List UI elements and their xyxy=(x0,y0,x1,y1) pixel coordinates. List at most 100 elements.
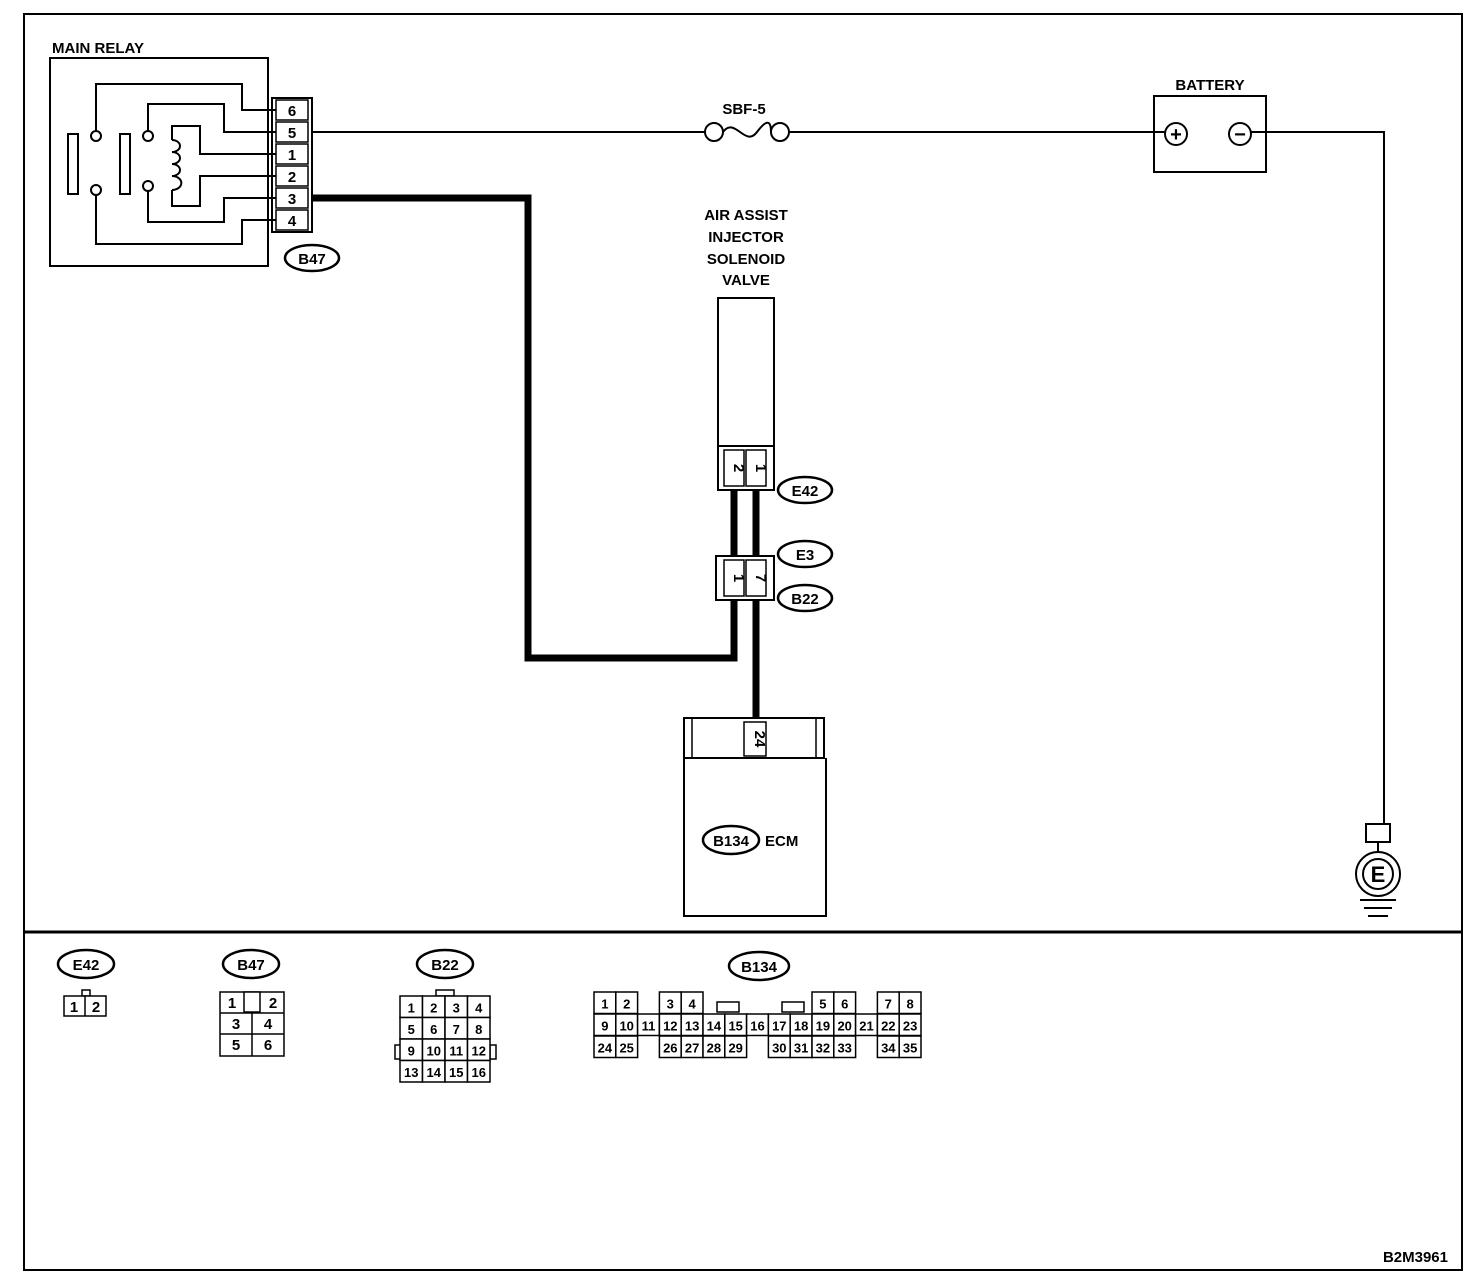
ecm: 24 B134 ECM xyxy=(683,717,827,917)
solenoid-label-line2: INJECTOR xyxy=(708,229,784,246)
legend-b22-cell: 16 xyxy=(472,1065,486,1080)
b47-tag xyxy=(283,243,341,273)
legend-b134-cell: 11 xyxy=(642,1019,656,1034)
legend-b134-cell-box xyxy=(898,1035,922,1059)
legend-b22-title: B22 xyxy=(431,957,459,974)
legend-b22-cell: 1 xyxy=(408,1001,415,1016)
ground-symbol: E xyxy=(1355,823,1401,917)
e3-tag-label: E3 xyxy=(796,547,814,564)
legend-b22-cell: 4 xyxy=(475,1001,483,1016)
relay-pin-2: 2 xyxy=(288,169,296,186)
relay-contact-blade xyxy=(67,133,79,195)
e42-pin-1: 1 xyxy=(752,464,769,472)
battery-positive-sign: + xyxy=(1170,124,1182,146)
legend-b22-cell: 9 xyxy=(408,1044,415,1059)
legend-e42-title: E42 xyxy=(73,957,100,974)
legend-b134-cell: 25 xyxy=(619,1041,633,1056)
e3-b22-connector: 1 7 E3 B22 xyxy=(715,539,834,613)
legend-b134-cell: 8 xyxy=(906,997,913,1012)
e3-pin-7: 7 xyxy=(752,574,769,582)
legend-b134-cell: 34 xyxy=(881,1041,896,1056)
legend-b134-cell: 1 xyxy=(601,997,608,1012)
legend-b22-cell: 7 xyxy=(453,1022,460,1037)
relay-contact xyxy=(142,130,154,142)
legend-e42-cell: 2 xyxy=(92,999,100,1016)
legend-b22-cell: 3 xyxy=(453,1001,460,1016)
battery-negative-terminal xyxy=(1228,122,1252,146)
legend-b134-cell: 31 xyxy=(794,1041,808,1056)
legend-b134-cell-box xyxy=(724,1035,748,1059)
legend-b134-cell: 35 xyxy=(903,1041,917,1056)
legend-b47-cell: 3 xyxy=(232,1016,240,1033)
legend-b47-cell: 2 xyxy=(269,995,277,1012)
b22-tag-label: B22 xyxy=(791,591,819,608)
ecm-body xyxy=(683,758,827,917)
e42-tag xyxy=(776,475,834,505)
battery-negative-sign: − xyxy=(1234,124,1246,146)
relay-pin-6: 6 xyxy=(288,103,296,120)
legend-b134-cell: 30 xyxy=(772,1041,786,1056)
legend-b134-cell: 2 xyxy=(623,997,630,1012)
legend-e42-cell: 1 xyxy=(70,999,78,1016)
legend-b134-cell: 29 xyxy=(728,1041,742,1056)
relay-pin-4: 4 xyxy=(288,213,297,230)
main-relay-label: MAIN RELAY xyxy=(52,40,144,57)
legend-b134-cell: 21 xyxy=(859,1019,873,1034)
legend-b134-cell: 15 xyxy=(728,1019,742,1034)
legend-b134-cell: 24 xyxy=(598,1041,613,1056)
legend-b134-cell: 32 xyxy=(816,1041,830,1056)
legend-b134-cell: 3 xyxy=(667,997,674,1012)
fuse-sbf5: SBF-5 xyxy=(704,101,790,142)
solenoid-label-line3: SOLENOID xyxy=(707,251,786,268)
legend-b134-cell: 27 xyxy=(685,1041,699,1056)
relay-pin-5: 5 xyxy=(288,125,296,142)
legend-b134-cell: 12 xyxy=(663,1019,677,1034)
legend-b134-cell-box xyxy=(833,1035,857,1059)
legend-b134-cell: 20 xyxy=(837,1019,851,1034)
fuse-label: SBF-5 xyxy=(722,101,765,118)
ground-label: E xyxy=(1371,862,1386,887)
legend-b134-cell: 22 xyxy=(881,1019,895,1034)
relay-pin-1: 1 xyxy=(288,147,296,164)
legend-b22-cell: 14 xyxy=(427,1065,442,1080)
legend-b22-cell-box xyxy=(466,1059,491,1083)
legend-b22-cell: 12 xyxy=(472,1044,486,1059)
b47-connector-pins: 6 5 1 2 3 4 xyxy=(275,99,309,231)
battery: BATTERY + − xyxy=(1153,77,1267,173)
legend-b134-cell: 5 xyxy=(819,997,826,1012)
ecm-label: ECM xyxy=(765,833,798,850)
b47-connector-body xyxy=(271,97,313,233)
legend-b22-cell: 11 xyxy=(449,1044,463,1059)
ecm-pin-24: 24 xyxy=(751,731,768,748)
legend-b47: B47 1 2 3 4 5 6 xyxy=(219,948,285,1057)
legend-b47-title: B47 xyxy=(237,957,265,974)
legend-b134-cell: 26 xyxy=(663,1041,677,1056)
legend-b134-cell-box xyxy=(615,1035,639,1059)
solenoid-label-line1: AIR ASSIST xyxy=(704,207,788,224)
wire-battery-to-ground xyxy=(1250,131,1385,824)
b22-tag xyxy=(776,583,834,613)
legend-b134-cell: 33 xyxy=(837,1041,851,1056)
legend-e42: E42 1 2 xyxy=(56,948,116,1017)
solenoid-label-line4: VALVE xyxy=(722,272,770,289)
legend-b47-cell: 4 xyxy=(264,1016,273,1033)
relay-contact xyxy=(142,180,154,192)
legend-b22-cell: 10 xyxy=(427,1044,441,1059)
legend-b134-cell: 23 xyxy=(903,1019,917,1034)
legend-b22-cell: 13 xyxy=(404,1065,418,1080)
legend-b47-cell: 5 xyxy=(232,1037,240,1054)
legend-b134-cell: 9 xyxy=(601,1019,608,1034)
solenoid-body xyxy=(717,297,775,447)
legend-b22-cell: 15 xyxy=(449,1065,463,1080)
legend-b134-cell: 28 xyxy=(707,1041,721,1056)
relay-contact xyxy=(90,184,102,196)
relay-pin-3: 3 xyxy=(288,191,296,208)
legend-b47-cell: 1 xyxy=(228,995,236,1012)
e42-connector-body xyxy=(717,445,775,491)
ecm-connector xyxy=(683,717,825,759)
legend-b134-cell: 14 xyxy=(707,1019,722,1034)
legend-b134-cell: 7 xyxy=(885,997,892,1012)
legend-b134-cell: 10 xyxy=(619,1019,633,1034)
legend-b134-cell: 18 xyxy=(794,1019,808,1034)
